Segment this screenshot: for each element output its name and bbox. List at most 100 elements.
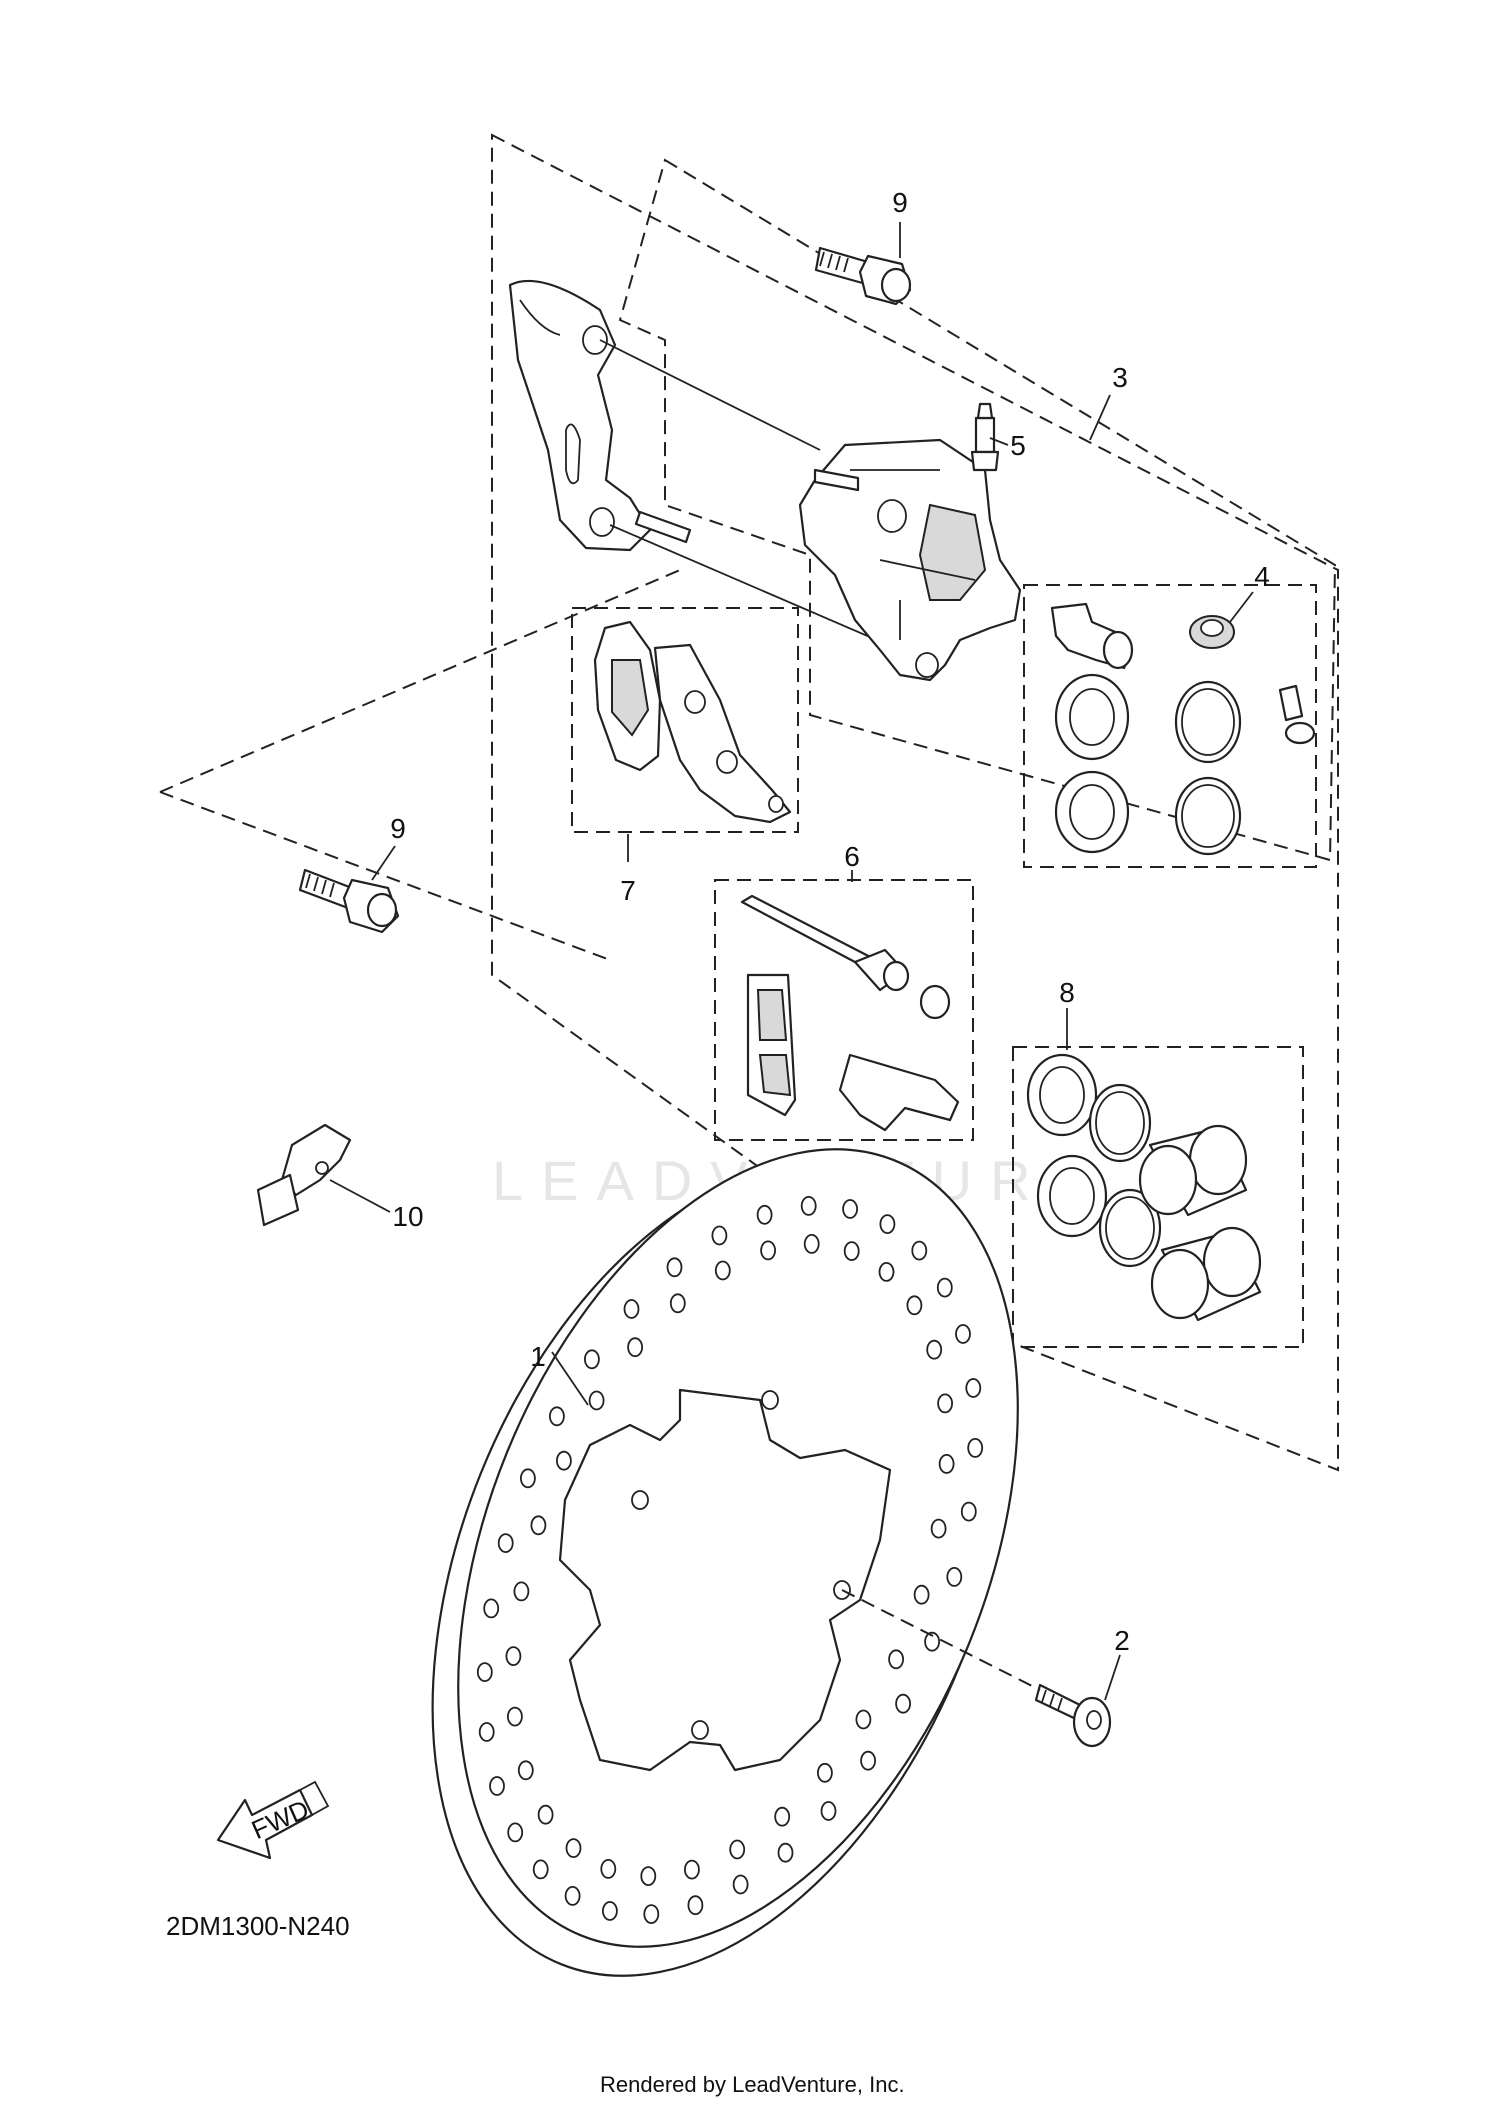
kit-4-parts bbox=[1050, 602, 1316, 856]
caliper-bracket bbox=[508, 279, 652, 552]
callout-2: 2 bbox=[1114, 1625, 1130, 1656]
disc-drill-hole bbox=[879, 1214, 896, 1234]
disc-drill-hole bbox=[924, 1631, 940, 1652]
disc-drill-hole bbox=[800, 1196, 817, 1216]
disc-drill-hole bbox=[967, 1438, 984, 1458]
disc-drill-hole bbox=[756, 1204, 773, 1225]
disc-drill-hole bbox=[505, 1646, 522, 1666]
disc-drill-hole bbox=[926, 1339, 943, 1360]
leader-10 bbox=[329, 1179, 391, 1213]
callout-8: 8 bbox=[1059, 977, 1075, 1008]
bolt-9-top bbox=[814, 246, 912, 306]
kit-box-6 bbox=[714, 879, 974, 1141]
disc-drill-hole bbox=[497, 1533, 514, 1553]
disc-drill-hole bbox=[600, 1859, 617, 1879]
disc-drill-hole bbox=[549, 1406, 565, 1427]
disc-drill-hole bbox=[687, 1895, 704, 1916]
callout-1: 1 bbox=[530, 1341, 546, 1372]
disc-drill-hole bbox=[855, 1709, 872, 1730]
callout-9-middle: 9 bbox=[390, 813, 406, 844]
disc-drill-hole bbox=[960, 1501, 977, 1522]
callout-7: 7 bbox=[620, 875, 636, 906]
callout-9-top: 9 bbox=[892, 187, 908, 218]
callout-5: 5 bbox=[1010, 430, 1026, 461]
disc-drill-hole bbox=[584, 1349, 600, 1370]
disc-drill-hole bbox=[530, 1515, 547, 1536]
disc-drill-hole bbox=[537, 1804, 554, 1825]
disc-drill-hole bbox=[520, 1468, 536, 1489]
assembly-outline-bracket-2 bbox=[159, 791, 611, 961]
disc-drill-hole bbox=[714, 1260, 731, 1281]
disc-drill-hole bbox=[729, 1839, 746, 1860]
disc-drill-hole bbox=[938, 1454, 955, 1474]
clip-10 bbox=[256, 1123, 352, 1227]
disc-drill-hole bbox=[817, 1762, 833, 1783]
disc-drill-hole bbox=[843, 1241, 860, 1261]
leader-1 bbox=[551, 1351, 589, 1406]
disc-drill-hole bbox=[842, 1199, 858, 1219]
disc-drill-hole bbox=[476, 1662, 493, 1682]
callout-6: 6 bbox=[844, 841, 860, 872]
leader-2 bbox=[1104, 1654, 1121, 1701]
disc-drill-hole bbox=[803, 1234, 820, 1254]
disc-drill-hole bbox=[711, 1225, 728, 1246]
disc-drill-hole bbox=[936, 1277, 953, 1298]
brake-pads-7 bbox=[593, 620, 792, 824]
disc-drill-hole bbox=[760, 1240, 776, 1261]
disc-drill-hole bbox=[777, 1842, 794, 1863]
disc-drill-hole bbox=[669, 1293, 686, 1314]
kit-8-parts bbox=[1026, 1053, 1262, 1322]
disc-drill-hole bbox=[666, 1257, 683, 1278]
disc-drill-hole bbox=[602, 1901, 618, 1921]
leader-bracket-pin-2 bbox=[609, 524, 901, 651]
disc-drill-hole bbox=[774, 1806, 791, 1827]
kit-box-4 bbox=[1023, 584, 1317, 868]
disc-drill-hole bbox=[478, 1722, 495, 1742]
disc-drill-hole bbox=[556, 1450, 572, 1471]
disc-drill-hole bbox=[564, 1886, 581, 1906]
disc-drill-hole bbox=[913, 1584, 930, 1605]
disc-drill-hole bbox=[627, 1337, 643, 1358]
disc-drill-hole bbox=[489, 1776, 505, 1796]
disc-drill-hole bbox=[937, 1393, 953, 1414]
caliper-body bbox=[798, 438, 1022, 682]
disc-drill-hole bbox=[965, 1378, 982, 1398]
assembly-outline-main bbox=[491, 133, 1339, 1472]
disc-drill-hole bbox=[640, 1866, 657, 1886]
disc-drill-hole bbox=[565, 1838, 582, 1858]
disc-drill-hole bbox=[483, 1598, 500, 1619]
assembly-outline-caliper-3 bbox=[618, 158, 1337, 862]
leader-4 bbox=[1229, 591, 1254, 623]
leader-disc-bolt bbox=[841, 1589, 1041, 1691]
leader-bracket-pin bbox=[599, 339, 821, 451]
disc-drill-hole bbox=[517, 1760, 534, 1781]
callout-4: 4 bbox=[1254, 561, 1270, 592]
disc-drill-hole bbox=[878, 1262, 895, 1282]
disc-drill-hole bbox=[623, 1299, 640, 1319]
bolt-9-middle bbox=[298, 868, 400, 934]
render-credit: Rendered by LeadVenture, Inc. bbox=[600, 2072, 905, 2097]
disc-holes bbox=[476, 1196, 984, 1924]
disc-bolt-2 bbox=[1034, 1683, 1112, 1748]
disc-drill-hole bbox=[820, 1801, 837, 1821]
assembly-outline-bracket bbox=[159, 569, 681, 793]
slide-pin-small bbox=[634, 510, 692, 544]
disc-drill-hole bbox=[946, 1567, 963, 1587]
disc-drill-hole bbox=[860, 1750, 876, 1771]
disc-drill-hole bbox=[911, 1240, 928, 1261]
disc-drill-hole bbox=[588, 1390, 605, 1411]
disc-drill-hole bbox=[532, 1859, 549, 1880]
disc-drill-hole bbox=[507, 1822, 524, 1843]
kit-box-8 bbox=[1012, 1046, 1304, 1348]
disc-drill-hole bbox=[930, 1518, 947, 1539]
disc-drill-hole bbox=[507, 1706, 523, 1727]
disc-drill-hole bbox=[732, 1874, 749, 1895]
callout-10: 10 bbox=[392, 1201, 423, 1232]
callout-3: 3 bbox=[1112, 362, 1128, 393]
leader-9-middle bbox=[371, 845, 396, 881]
disc-drill-hole bbox=[513, 1581, 530, 1602]
disc-drill-hole bbox=[684, 1859, 700, 1880]
diagram-code: 2DM1300-N240 bbox=[166, 1911, 350, 1941]
fwd-direction-arrow: FWD bbox=[216, 1780, 330, 1860]
